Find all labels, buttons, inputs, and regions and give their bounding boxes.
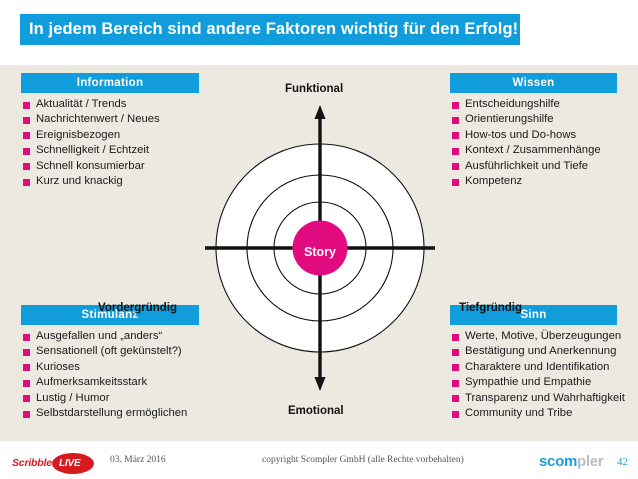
list-item: Ereignisbezogen [21,128,199,143]
list-item: Werte, Motive, Überzeugungen [450,329,621,344]
list-item: Schnell konsumierbar [21,159,199,174]
axis-label-emotional: Emotional [288,405,344,417]
list-item: Aktualität / Trends [21,97,199,112]
list-item: Orientierungshilfe [450,112,617,127]
list-item: How-tos und Do-hows [450,128,617,143]
scompler-logo-part-b: pler [577,453,604,470]
list-item: Transparenz und Wahrhaftigkeit [450,391,625,406]
panel-information: Information Aktualität / Trends Nachrich… [21,73,199,189]
panel-information-heading: Information [21,73,199,93]
slide-title-bar: In jedem Bereich sind andere Faktoren wi… [20,14,520,45]
list-item: Sympathie und Empathie [450,375,617,390]
scompler-logo-part-a: scom [539,453,577,470]
footer-copyright: copyright Scompler GmbH (alle Rechte vor… [262,455,464,465]
scribblelive-blob-icon [52,453,94,474]
list-item: Kurz und knackig [21,174,199,189]
list-item: Sensationell (oft gekünstelt?) [21,344,199,359]
list-item: Charaktere und Identifikation [450,360,617,375]
page-number: 42 [617,456,628,468]
slide-footer: 03. März 2016 copyright Scompler GmbH (a… [0,441,638,479]
scribblelive-wordmark: Scribble [12,457,52,469]
scribblelive-live-text: LIVE [59,457,81,469]
panel-wissen-heading: Wissen [450,73,617,93]
list-item: Entscheidungshilfe [450,97,617,112]
list-item: Community und Tribe [450,406,617,421]
panel-information-list: Aktualität / Trends Nachrichtenwert / Ne… [21,97,199,189]
list-item: Selbstdarstellung ermöglichen [21,406,199,421]
arrow-up-icon [314,105,326,119]
axis-label-tiefgruendig: Tiefgründig [459,302,523,314]
panel-stimulanz-heading: Stimulanz [21,305,199,325]
list-item: Bestätigung und Anerkennung [450,344,617,359]
list-item: Ausgefallen und „anders“ [21,329,199,344]
panel-stimulanz: Stimulanz Ausgefallen und „anders“ Sensa… [21,305,199,421]
list-item: Ausführlichkeit und Tiefe [450,159,617,174]
list-item: Kontext / Zusammenhänge [450,143,617,158]
panel-sinn-list: Werte, Motive, Überzeugungen Bestätigung… [450,329,625,421]
list-item: Kompetenz [450,174,617,189]
list-item: Aufmerksamkeitsstark [21,375,199,390]
arrow-down-icon [314,377,326,391]
panel-sinn: Sinn Werte, Motive, Überzeugungen Bestät… [450,305,625,421]
scompler-logo: scompler [539,453,604,470]
story-target-diagram: Story Funktional Emotional [175,83,465,423]
footer-date: 03. März 2016 [110,455,166,465]
axis-label-funktional: Funktional [285,83,344,95]
list-item: Nachrichtenwert / Neues [21,112,199,127]
axis-label-vordergruendig: Vordergründig [98,302,178,314]
panel-wissen-list: Entscheidungshilfe Orientierungshilfe Ho… [450,97,617,189]
list-item: Schnelligkeit / Echtzeit [21,143,199,158]
target-rings-svg: Story [175,105,465,391]
panel-stimulanz-list: Ausgefallen und „anders“ Sensationell (o… [21,329,199,421]
slide-canvas: Information Aktualität / Trends Nachrich… [0,65,638,441]
scribblelive-logo: Scribble LIVE [12,453,98,475]
story-circle [292,220,348,276]
panel-wissen: Wissen Entscheidungshilfe Orientierungsh… [450,73,617,189]
page-title: In jedem Bereich sind andere Faktoren wi… [29,20,519,38]
list-item: Kurioses [21,360,199,375]
panel-sinn-heading: Sinn [450,305,617,325]
story-label: Story [304,245,336,259]
list-item: Lustig / Humor [21,391,199,406]
